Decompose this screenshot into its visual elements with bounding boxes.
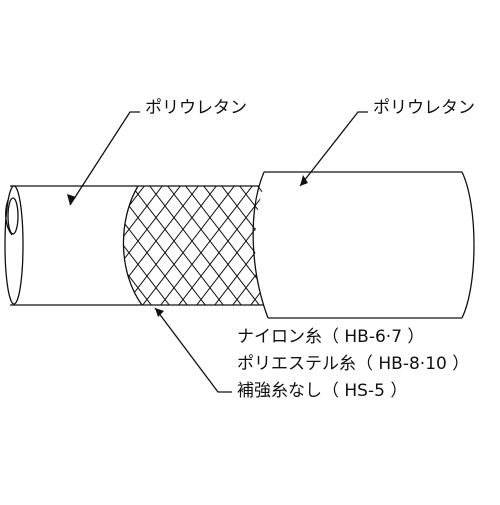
braid-strand <box>211 186 264 305</box>
braid-strand <box>302 150 442 332</box>
braid-strand <box>482 150 500 332</box>
braid-strand <box>123 186 227 305</box>
reinforcement-label-polyester: ポリエステル糸（ HB-8·10 ） <box>237 354 470 374</box>
braid-strand <box>338 150 478 332</box>
inner-tube-arrow-head <box>67 194 76 205</box>
hose-end-outer-ellipse <box>4 185 24 305</box>
braid-strand <box>247 186 264 305</box>
braid-strand <box>175 186 264 305</box>
inner-tube-material-label: ポリウレタン <box>145 98 247 118</box>
braid-strand <box>374 150 500 332</box>
outer-cover-left-curve <box>252 171 269 319</box>
braid-strand <box>446 150 500 332</box>
braid-strand <box>392 150 500 332</box>
braid-strand <box>410 150 500 332</box>
reinforcement-label-none: 補強糸なし（ HS-5 ） <box>237 381 408 401</box>
braid-strand <box>266 150 406 332</box>
reinforcement-label-nylon: ナイロン糸（ HB-6·7 ） <box>237 327 425 347</box>
reinforcement-arrow-head <box>155 308 164 317</box>
braid-strand <box>446 150 500 332</box>
braid-strand <box>123 186 209 305</box>
braid-strand <box>123 186 263 305</box>
braid-strand <box>356 150 496 332</box>
outer-cover-arrow-head <box>300 175 308 186</box>
braid-strand <box>193 186 264 305</box>
braid-strand <box>139 186 264 305</box>
outer-cover-material-label: ポリウレタン <box>373 98 475 118</box>
hose-end-inner-curve <box>5 199 13 236</box>
braid-strand <box>284 150 424 332</box>
reinforcement-leader-line <box>154 307 232 393</box>
braid-strand <box>320 150 460 332</box>
braid-strand <box>247 186 264 305</box>
braid-strand <box>302 150 442 332</box>
hose-end-inner-ellipse <box>7 197 19 235</box>
braid-strand <box>123 186 173 305</box>
braid-strand <box>356 150 496 332</box>
braid-strand <box>338 150 478 332</box>
braid-strand <box>410 150 500 332</box>
outer-cover-right-end <box>461 171 475 319</box>
braid-strand <box>374 150 500 332</box>
braid-strand <box>482 150 500 332</box>
braided-reinforcement-mesh <box>123 150 500 332</box>
braid-strand <box>320 150 460 332</box>
braid-strand <box>123 186 191 305</box>
braid-strand <box>392 150 500 332</box>
braid-strand <box>464 150 500 332</box>
braid-strand <box>157 186 264 305</box>
braid-strand <box>464 150 500 332</box>
braid-left-edge <box>122 185 143 306</box>
braid-strand <box>284 150 424 332</box>
outer-cover-leader-line <box>299 111 368 187</box>
inner-tube-leader-line <box>69 111 140 206</box>
braid-strand <box>266 150 406 332</box>
braid-strand <box>229 186 264 305</box>
